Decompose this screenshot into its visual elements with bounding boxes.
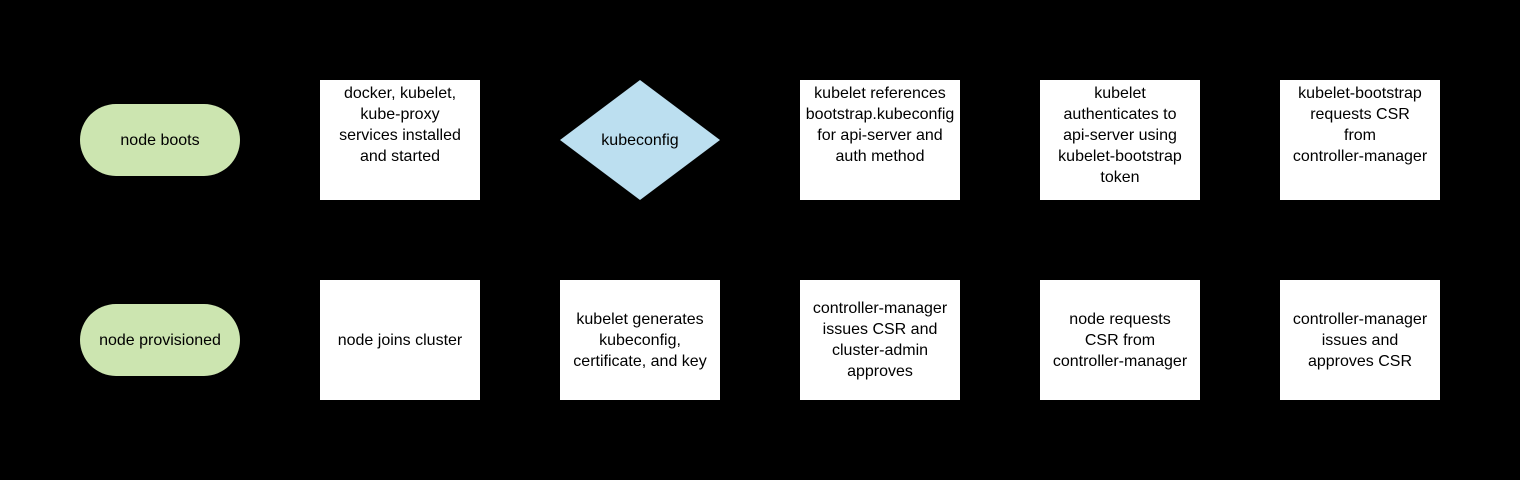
flow-node-kubelet-generates[interactable]: kubelet generates kubeconfig, certificat…: [560, 280, 720, 400]
flow-node-label: controller-manager issues and approves C…: [1292, 310, 1428, 370]
flow-node-label: node provisioned: [99, 331, 221, 349]
flow-node-kubelet-authenticates[interactable]: kubelet authenticates to api-server usin…: [1040, 80, 1200, 200]
flow-node-label: controller-manager issues CSR and cluste…: [812, 300, 948, 380]
flow-node-bootstrap-requests-csr[interactable]: kubelet-bootstrap requests CSR from cont…: [1280, 80, 1440, 200]
flow-node-cm-issues-csr[interactable]: controller-manager issues CSR and cluste…: [800, 280, 960, 400]
flow-node-label: node joins cluster: [337, 331, 463, 349]
flow-node-kubeconfig-decision[interactable]: kubeconfig: [560, 80, 720, 200]
flow-node-node-boots[interactable]: node boots: [80, 104, 240, 176]
flow-node-services-installed[interactable]: docker, kubelet, kube-proxy services ins…: [320, 80, 480, 200]
flow-node-node-requests-csr[interactable]: node requests CSR from controller-manage…: [1040, 280, 1200, 400]
flow-node-label: kubelet references bootstrap.kubeconfig …: [805, 85, 955, 165]
flow-node-node-provisioned[interactable]: node provisioned: [80, 304, 240, 376]
flow-node-label: docker, kubelet, kube-proxy services ins…: [339, 85, 461, 165]
flow-node-label: kubelet authenticates to api-server usin…: [1058, 85, 1182, 186]
flow-node-label: kubelet-bootstrap requests CSR from cont…: [1292, 85, 1428, 165]
flow-node-node-joins-cluster[interactable]: node joins cluster: [320, 280, 480, 400]
flow-node-cm-issues-approves[interactable]: controller-manager issues and approves C…: [1280, 280, 1440, 400]
flow-node-label: kubelet generates kubeconfig, certificat…: [573, 310, 707, 370]
flow-node-label: node boots: [120, 131, 200, 149]
flow-node-label: kubeconfig: [601, 131, 679, 149]
flow-node-label: node requests CSR from controller-manage…: [1052, 310, 1188, 370]
flow-node-kubelet-references-bootstrap[interactable]: kubelet references bootstrap.kubeconfig …: [800, 80, 960, 200]
